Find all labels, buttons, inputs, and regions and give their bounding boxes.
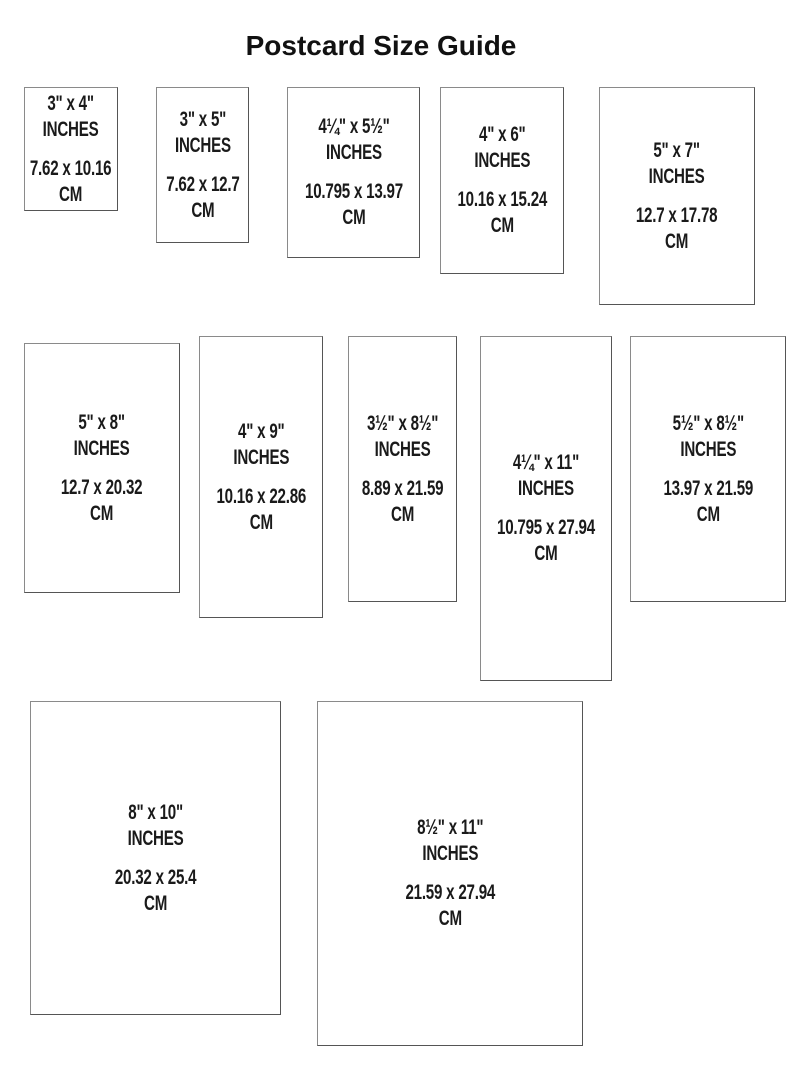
size-inches: 5½" x 8½" [672,411,744,435]
card-label: 3" x 4" INCHES 7.62 x 10.16 CM [30,91,112,208]
unit-inches: INCHES [518,477,574,500]
size-cm: 10.795 x 13.97 [304,180,403,203]
postcard-size-card: 4¼" x 11" INCHES 10.795 x 27.94 CM [480,336,612,681]
unit-cm: CM [143,891,168,915]
unit-cm: CM [341,206,366,229]
unit-inches: INCHES [374,437,431,461]
size-cm: 20.32 x 25.4 [114,865,197,889]
size-inches: 8" x 10" [128,800,183,824]
unit-cm: CM [390,502,415,526]
unit-cm: CM [90,501,114,525]
size-inches: 4" x 6" [478,123,526,146]
postcard-size-card: 5" x 7" INCHES 12.7 x 17.78 CM [599,87,755,305]
size-cm: 10.16 x 22.86 [216,484,306,508]
card-label: 4¼" x 11" INCHES 10.795 x 27.94 CM [497,450,595,567]
unit-cm: CM [438,907,462,930]
size-inches: 8½" x 11" [416,816,484,839]
size-inches: 4¼" x 5½" [317,115,390,138]
unit-cm: CM [190,198,215,222]
unit-inches: INCHES [474,149,530,172]
postcard-size-card: 3½" x 8½" INCHES 8.89 x 21.59 CM [348,336,457,602]
page-title: Postcard Size Guide [245,30,517,61]
postcard-size-card: 5" x 8" INCHES 12.7 x 20.32 CM [24,343,180,593]
postcard-size-card: 4" x 9" INCHES 10.16 x 22.86 CM [199,336,323,618]
card-label: 4¼" x 5½" INCHES 10.795 x 13.97 CM [305,114,403,231]
card-label: 5½" x 8½" INCHES 13.97 x 21.59 CM [663,411,753,528]
unit-inches: INCHES [649,164,705,188]
unit-inches: INCHES [680,437,736,461]
size-cm: 12.7 x 20.32 [61,475,143,499]
unit-inches: INCHES [127,826,184,850]
card-label: 4" x 9" INCHES 10.16 x 22.86 CM [216,419,306,536]
unit-cm: CM [696,502,720,526]
unit-cm: CM [59,182,83,206]
unit-inches: INCHES [43,117,99,141]
unit-inches: INCHES [233,445,289,469]
size-inches: 3" x 5" [179,107,226,131]
unit-inches: INCHES [325,141,382,164]
card-label: 3½" x 8½" INCHES 8.89 x 21.59 CM [361,411,444,528]
size-cm: 21.59 x 27.94 [405,881,495,904]
size-cm: 7.62 x 10.16 [30,156,112,180]
size-inches: 5" x 7" [653,138,701,162]
unit-cm: CM [490,214,514,237]
size-cm: 7.62 x 12.7 [165,172,240,196]
size-inches: 5" x 8" [78,410,126,434]
unit-inches: INCHES [74,436,130,460]
postcard-size-card: 3" x 4" INCHES 7.62 x 10.16 CM [24,87,118,211]
card-label: 5" x 7" INCHES 12.7 x 17.78 CM [636,138,718,255]
postcard-size-card: 8" x 10" INCHES 20.32 x 25.4 CM [30,701,281,1015]
card-label: 3" x 5" INCHES 7.62 x 12.7 CM [165,107,240,224]
postcard-size-card: 4" x 6" INCHES 10.16 x 15.24 CM [440,87,564,274]
size-inches: 4¼" x 11" [512,451,580,474]
unit-cm: CM [534,542,558,565]
postcard-size-card: 4¼" x 5½" INCHES 10.795 x 13.97 CM [287,87,420,258]
size-cm: 8.89 x 21.59 [361,476,444,500]
postcard-size-card: 8½" x 11" INCHES 21.59 x 27.94 CM [317,701,583,1046]
card-label: 8½" x 11" INCHES 21.59 x 27.94 CM [405,815,495,932]
size-cm: 12.7 x 17.78 [636,203,718,227]
card-label: 5" x 8" INCHES 12.7 x 20.32 CM [61,410,143,527]
size-inches: 3" x 4" [47,91,95,115]
unit-inches: INCHES [174,133,231,157]
postcard-size-card: 5½" x 8½" INCHES 13.97 x 21.59 CM [630,336,786,602]
postcard-size-card: 3" x 5" INCHES 7.62 x 12.7 CM [156,87,249,243]
size-cm: 10.795 x 27.94 [497,516,595,539]
size-cm: 13.97 x 21.59 [663,476,753,500]
unit-cm: CM [665,229,689,253]
unit-inches: INCHES [422,842,478,865]
card-label: 8" x 10" INCHES 20.32 x 25.4 CM [114,800,197,917]
size-cm: 10.16 x 15.24 [457,188,547,211]
size-inches: 3½" x 8½" [366,411,439,435]
size-inches: 4" x 9" [237,419,285,443]
card-label: 4" x 6" INCHES 10.16 x 15.24 CM [457,122,547,239]
unit-cm: CM [249,510,273,534]
